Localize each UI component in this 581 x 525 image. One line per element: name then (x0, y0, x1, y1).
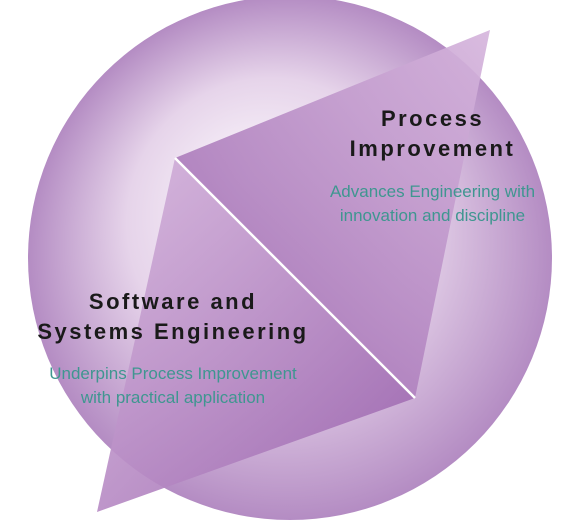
process-improvement-description: Advances Engineering with innovation and… (290, 180, 575, 228)
software-engineering-desc-line2: with practical application (80, 388, 266, 407)
software-engineering-description: Underpins Process Improvement with pract… (0, 362, 346, 410)
process-improvement-wedge (175, 30, 490, 398)
software-engineering-title-line1: Software and (88, 289, 258, 314)
process-improvement-title: Process Improvement (300, 104, 565, 164)
process-improvement-desc-line2: innovation and discipline (339, 206, 526, 225)
process-improvement-title-line1: Process (380, 106, 485, 131)
software-engineering-title-line2: Systems Engineering (37, 319, 309, 344)
software-engineering-title: Software and Systems Engineering (0, 287, 346, 347)
divider-line (174, 157, 416, 399)
software-engineering-wedge (97, 158, 415, 512)
software-engineering-desc-line1: Underpins Process Improvement (49, 364, 297, 383)
process-improvement-desc-line1: Advances Engineering with (329, 182, 536, 201)
process-improvement-title-line2: Improvement (349, 136, 516, 161)
